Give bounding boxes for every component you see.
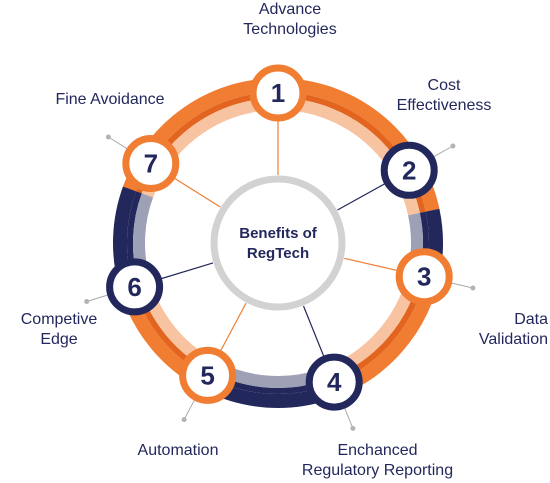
pointer-line-6: [86, 294, 108, 302]
label-automation: Automation: [137, 442, 219, 459]
node-number-7: 7: [144, 149, 158, 179]
label-data-validation: Data Validation: [478, 311, 548, 348]
center-title-line2: RegTech: [247, 245, 309, 262]
pointer-dot-3: [470, 285, 476, 291]
node-number-5: 5: [200, 360, 214, 390]
spoke-6: [158, 262, 214, 281]
pointer-dot-4: [350, 425, 356, 431]
pointer-dot-5: [181, 417, 187, 423]
pointer-line-3: [451, 282, 474, 289]
node-circle-5: [179, 346, 237, 404]
node-circle-6: [106, 258, 164, 316]
node-3: 3: [395, 248, 453, 306]
node-2: 2: [380, 141, 438, 199]
node-number-6: 6: [127, 272, 141, 302]
label-competive-edge: Competive Edge: [20, 311, 98, 348]
spoke-3: [344, 257, 400, 272]
node-circle-1: [249, 64, 307, 122]
pointer-line-7: [108, 136, 128, 150]
node-7: 7: [122, 135, 180, 192]
node-4: 4: [305, 353, 363, 411]
node-circle-2: [380, 141, 438, 199]
pointer-dot-2: [450, 143, 456, 149]
node-6: 6: [106, 258, 164, 316]
pointer-line-4: [344, 407, 354, 429]
pointer-dot-7: [105, 134, 111, 140]
spoke-lines: [158, 118, 400, 360]
spoke-2: [337, 181, 388, 211]
spoke-5: [218, 302, 247, 354]
spoke-4: [302, 305, 326, 360]
label-advance-technologies: Advance Technologies: [243, 1, 337, 38]
node-circle-3: [395, 248, 453, 306]
label-enhanced-regulatory-reporting: Enchanced Regulatory Reporting: [301, 442, 454, 479]
pointer-line-2: [433, 145, 454, 158]
label-cost-effectiveness: Cost Effectiveness: [396, 77, 492, 114]
spoke-7: [171, 176, 221, 208]
pointer-dot-6: [84, 299, 90, 304]
node-number-1: 1: [271, 78, 285, 108]
node-5: 5: [179, 346, 237, 404]
center-title-line1: Benefits of: [239, 225, 318, 242]
numbered-nodes: 1 2 3 4 5 6 7: [106, 64, 453, 411]
node-number-4: 4: [327, 367, 342, 397]
label-pointers: [84, 134, 476, 431]
node-1: 1: [249, 64, 307, 122]
node-number-3: 3: [417, 262, 431, 292]
pointer-line-5: [183, 399, 195, 420]
node-number-2: 2: [402, 155, 416, 185]
label-fine-avoidance: Fine Avoidance: [55, 91, 165, 108]
node-circle-7: [122, 135, 180, 192]
center-hub: [210, 175, 346, 311]
node-circle-4: [305, 353, 363, 411]
